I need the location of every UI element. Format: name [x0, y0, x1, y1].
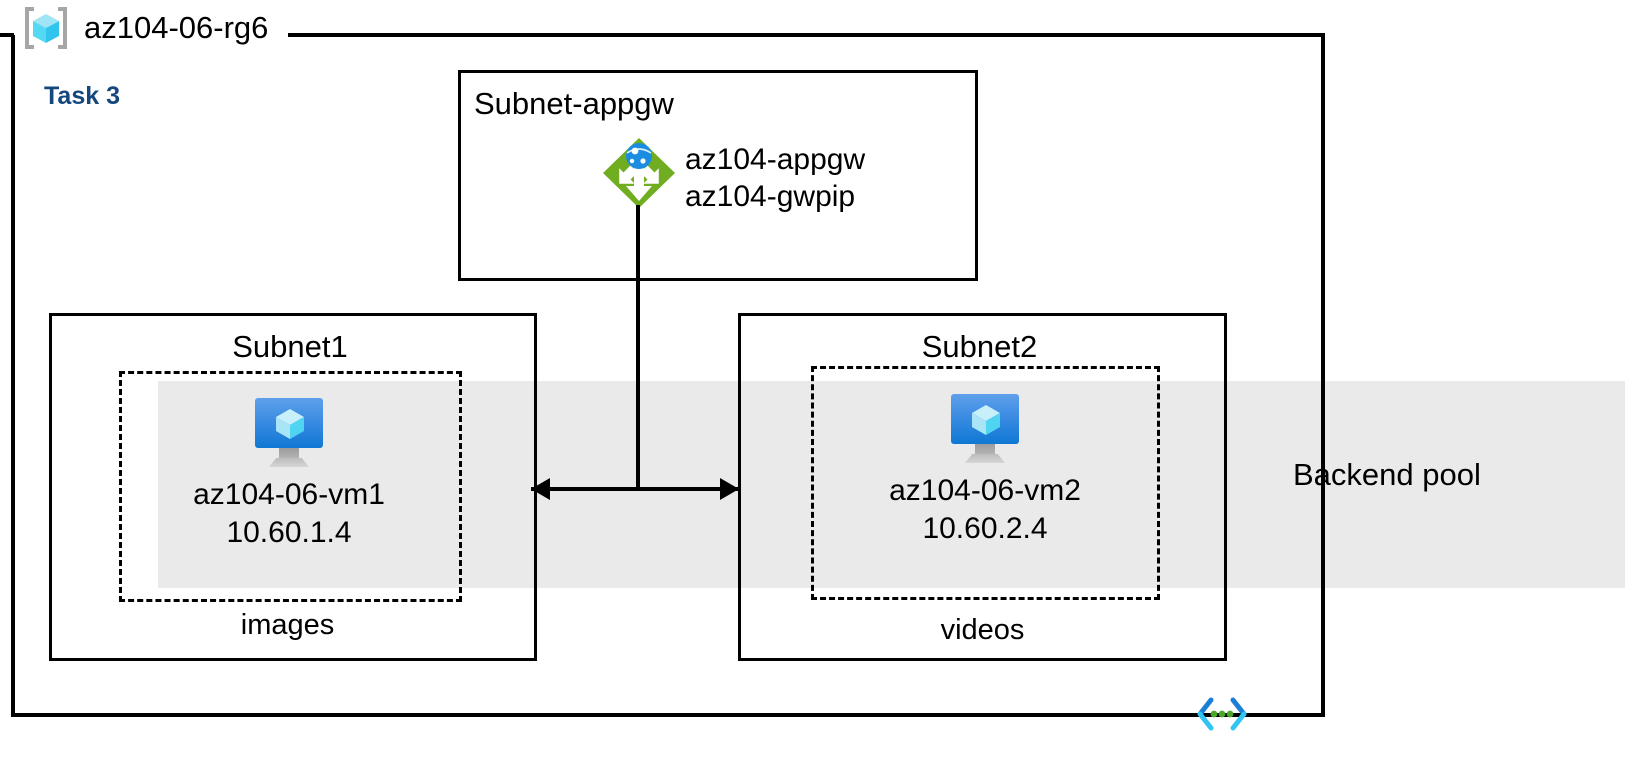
- vm1-ip: 10.60.1.4: [226, 516, 352, 549]
- resource-group-border-left: [11, 35, 15, 717]
- application-gateway-icon: [601, 136, 677, 210]
- vm1-name: az104-06-vm1: [193, 478, 385, 511]
- vm-stand-base: [269, 458, 309, 467]
- vm-stand-neck: [975, 444, 995, 456]
- subnet-link-line: [531, 487, 739, 491]
- vm2-block: az104-06-vm2 10.60.2.4: [855, 394, 1115, 548]
- appgw-connector-line: [636, 205, 640, 491]
- subnet1-title: Subnet1: [232, 329, 348, 364]
- subnet-link-arrow-right: [720, 478, 739, 500]
- subnet2-title: Subnet2: [921, 329, 1038, 364]
- resource-group-border-top-right: [288, 33, 1325, 37]
- task-label: Task 3: [44, 82, 120, 110]
- vm2-name: az104-06-vm2: [889, 474, 1081, 507]
- vm-stand-neck: [279, 448, 299, 460]
- appgw-name: az104-appgw: [685, 143, 866, 176]
- resource-group-border-top-left: [0, 33, 14, 37]
- resource-group-border-bottom: [11, 713, 1325, 717]
- subnet-link-arrow-left: [531, 478, 550, 500]
- subnet2-group-label: videos: [940, 614, 1025, 646]
- vm-stand-base: [965, 454, 1005, 463]
- subnet-appgw-title: Subnet-appgw: [474, 86, 674, 121]
- subnet-appgw-box: [458, 70, 978, 281]
- resource-group-border-right: [1321, 35, 1325, 717]
- vm1-block: az104-06-vm1 10.60.1.4: [159, 398, 419, 552]
- subnet1-group-label: images: [240, 609, 335, 641]
- gwpip-name: az104-gwpip: [685, 180, 856, 213]
- virtual-machine-icon: [947, 394, 1023, 464]
- resource-group-cube-icon: [22, 6, 70, 50]
- subnet2-box: [738, 313, 1227, 661]
- backend-pool-band: [158, 381, 1625, 588]
- subnet1-dashed-group: [119, 371, 462, 602]
- vm-cube-icon: [275, 408, 305, 440]
- virtual-machine-icon: [251, 398, 327, 468]
- vm-cube-icon: [971, 404, 1001, 436]
- subnet2-dashed-group: [811, 366, 1160, 600]
- resource-group-title: az104-06-rg6: [84, 10, 269, 45]
- appgw-resource-labels: az104-appgw az104-gwpip: [685, 141, 865, 215]
- virtual-network-code-icon: [1196, 694, 1248, 736]
- vm2-ip: 10.60.2.4: [922, 512, 1048, 545]
